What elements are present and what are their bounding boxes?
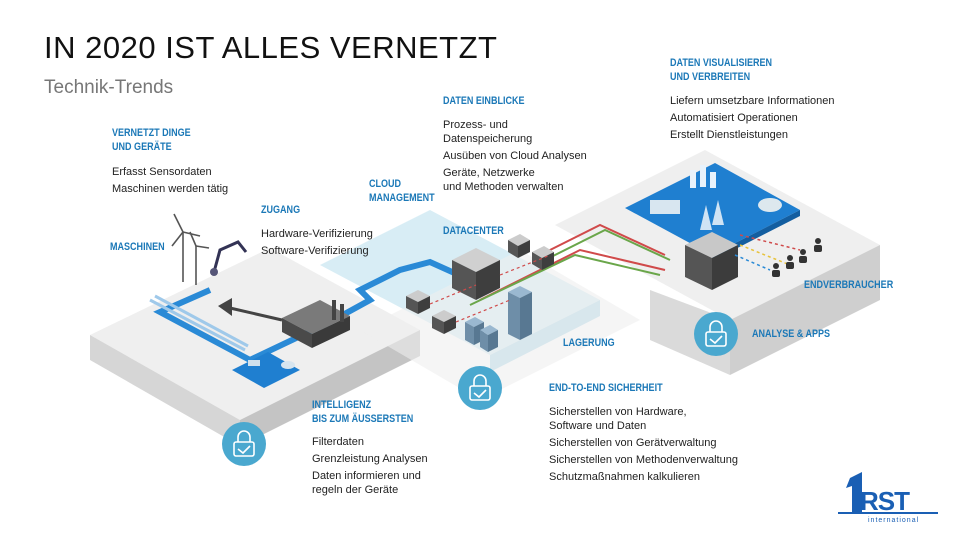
section-zugang: ZUGANG Hardware-Verifizierung Software-V…	[261, 203, 373, 258]
label-datacenter: DATACENTER	[443, 224, 504, 238]
section-heading: DATEN EINBLICKE	[443, 94, 561, 108]
list-item: Filterdaten	[312, 435, 435, 449]
page-subtitle: Technik-Trends	[44, 77, 173, 99]
first-international-logo: RST international	[838, 470, 942, 526]
section-heading: DATEN VISUALISIEREN UND VERBREITEN	[670, 56, 805, 84]
list-item: Liefern umsetzbare Informationen	[670, 94, 834, 108]
svg-text:RST: RST	[860, 486, 910, 516]
list-item: Prozess- und	[443, 118, 587, 132]
section-heading: END-TO-END SICHERHEIT	[549, 381, 704, 395]
list-item: Sicherstellen von Hardware,	[549, 405, 738, 419]
label-cloud-management: CLOUD MANAGEMENT	[369, 177, 435, 205]
section-visualisieren: DATEN VISUALISIEREN UND VERBREITEN Liefe…	[670, 56, 834, 142]
section-heading: ZUGANG	[261, 203, 353, 217]
logo-mark: RST international	[838, 470, 942, 526]
list-item: Grenzleistung Analysen	[312, 452, 435, 466]
list-item: Daten informieren und	[312, 469, 435, 483]
list-item: Software-Verifizierung	[261, 244, 373, 258]
section-sicherheit: END-TO-END SICHERHEIT Sicherstellen von …	[549, 381, 738, 484]
label-analyse-apps: ANALYSE & APPS	[752, 327, 830, 341]
list-item: Hardware-Verifizierung	[261, 227, 373, 241]
section-intelligenz: INTELLIGENZ BIS ZUM ÄUSSERSTEN Filterdat…	[312, 398, 435, 497]
list-item: Erstellt Dienstleistungen	[670, 128, 834, 142]
list-item: Sicherstellen von Methodenverwaltung	[549, 453, 738, 467]
list-item: Ausüben von Cloud Analysen	[443, 149, 587, 163]
label-maschinen: MASCHINEN	[110, 240, 165, 254]
label-lagerung: LAGERUNG	[563, 336, 615, 350]
label-endverbraucher: ENDVERBRAUCHER	[804, 278, 893, 292]
page-title: IN 2020 IST ALLES VERNETZT	[44, 30, 498, 66]
section-heading: VERNETZT DINGE UND GERÄTE	[112, 126, 207, 154]
section-heading: INTELLIGENZ BIS ZUM ÄUSSERSTEN	[312, 398, 413, 426]
svg-text:international: international	[868, 517, 919, 524]
section-vernetzt: VERNETZT DINGE UND GERÄTE Erfasst Sensor…	[112, 126, 228, 196]
list-item: Sicherstellen von Gerätverwaltung	[549, 436, 738, 450]
list-item: Maschinen werden tätig	[112, 182, 228, 196]
wind-turbines	[172, 214, 209, 285]
list-item: Schutzmaßnahmen kalkulieren	[549, 470, 738, 484]
list-item: regeln der Geräte	[312, 483, 435, 497]
list-item: Geräte, Netzwerke	[443, 166, 587, 180]
list-item: und Methoden verwalten	[443, 180, 587, 194]
section-einblicke: DATEN EINBLICKE Prozess- und Datenspeich…	[443, 94, 587, 194]
list-item: Automatisiert Operationen	[670, 111, 834, 125]
list-item: Datenspeicherung	[443, 132, 587, 146]
list-item: Erfasst Sensordaten	[112, 165, 228, 179]
list-item: Software und Daten	[549, 419, 738, 433]
